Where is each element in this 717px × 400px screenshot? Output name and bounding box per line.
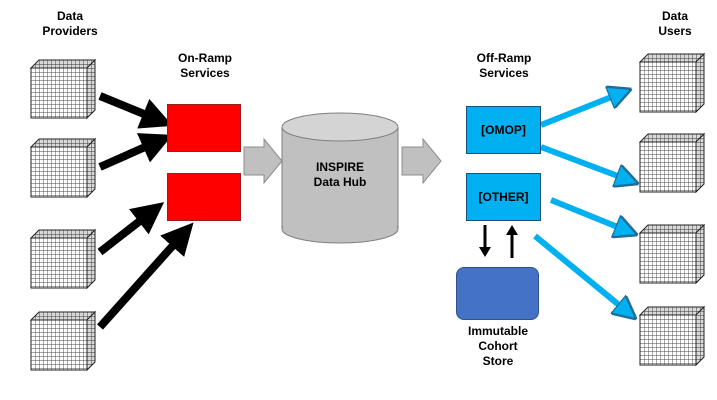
provider-cube-1 xyxy=(30,59,96,119)
user-cube-4 xyxy=(639,306,705,366)
arrow-provider1-onramp xyxy=(98,92,173,129)
provider-cube-4 xyxy=(30,311,96,371)
provider-cube-3 xyxy=(30,229,96,289)
user-cube-3 xyxy=(639,224,705,284)
user-cube-2 xyxy=(639,133,705,193)
provider-cube-2 xyxy=(30,138,96,198)
arrow-omop-user1 xyxy=(539,92,624,128)
cohort-store-label: Immutable Cohort Store xyxy=(448,324,548,369)
arrow-hub-offramp xyxy=(401,137,442,185)
off-ramp-other: [OTHER] xyxy=(466,173,541,221)
other-label: [OTHER] xyxy=(478,190,529,204)
cohort-store-box xyxy=(456,267,539,320)
store-line2: Cohort xyxy=(478,339,518,353)
data-providers-label: Data Providers xyxy=(30,9,110,39)
user-cube-1 xyxy=(639,53,705,113)
arrow-onramp-hub xyxy=(243,137,283,185)
arrow-omop-user2 xyxy=(539,144,631,181)
on-ramp-service-2 xyxy=(167,173,241,221)
data-hub-line2: Data Hub xyxy=(313,175,367,189)
off-ramp-omop: [OMOP] xyxy=(466,106,541,154)
data-users-label: Data Users xyxy=(645,9,705,39)
arrow-other-user4 xyxy=(533,233,630,314)
arrow-other-user3 xyxy=(549,197,630,232)
data-hub-line1: INSPIRE xyxy=(315,160,364,174)
on-ramp-line2: Services xyxy=(180,66,230,80)
on-ramp-label: On-Ramp Services xyxy=(160,51,250,81)
data-providers-line2: Providers xyxy=(42,24,98,38)
off-ramp-line1: Off-Ramp xyxy=(476,51,532,65)
store-line3: Store xyxy=(482,354,514,368)
arrow-provider4-onramp xyxy=(97,222,194,330)
store-line1: Immutable xyxy=(467,324,528,338)
arrow-provider2-onramp xyxy=(98,133,173,171)
off-ramp-line2: Services xyxy=(479,66,529,80)
omop-label: [OMOP] xyxy=(481,123,526,137)
data-hub-cylinder xyxy=(281,112,399,244)
data-hub-label: INSPIRE Data Hub xyxy=(280,160,400,190)
data-providers-line1: Data xyxy=(56,9,83,23)
arrow-provider3-onramp xyxy=(97,202,165,256)
off-ramp-label: Off-Ramp Services xyxy=(459,51,549,81)
on-ramp-service-1 xyxy=(167,104,241,152)
on-ramp-line1: On-Ramp xyxy=(178,51,232,65)
data-users-line2: Users xyxy=(658,24,692,38)
data-users-line1: Data xyxy=(661,9,688,23)
